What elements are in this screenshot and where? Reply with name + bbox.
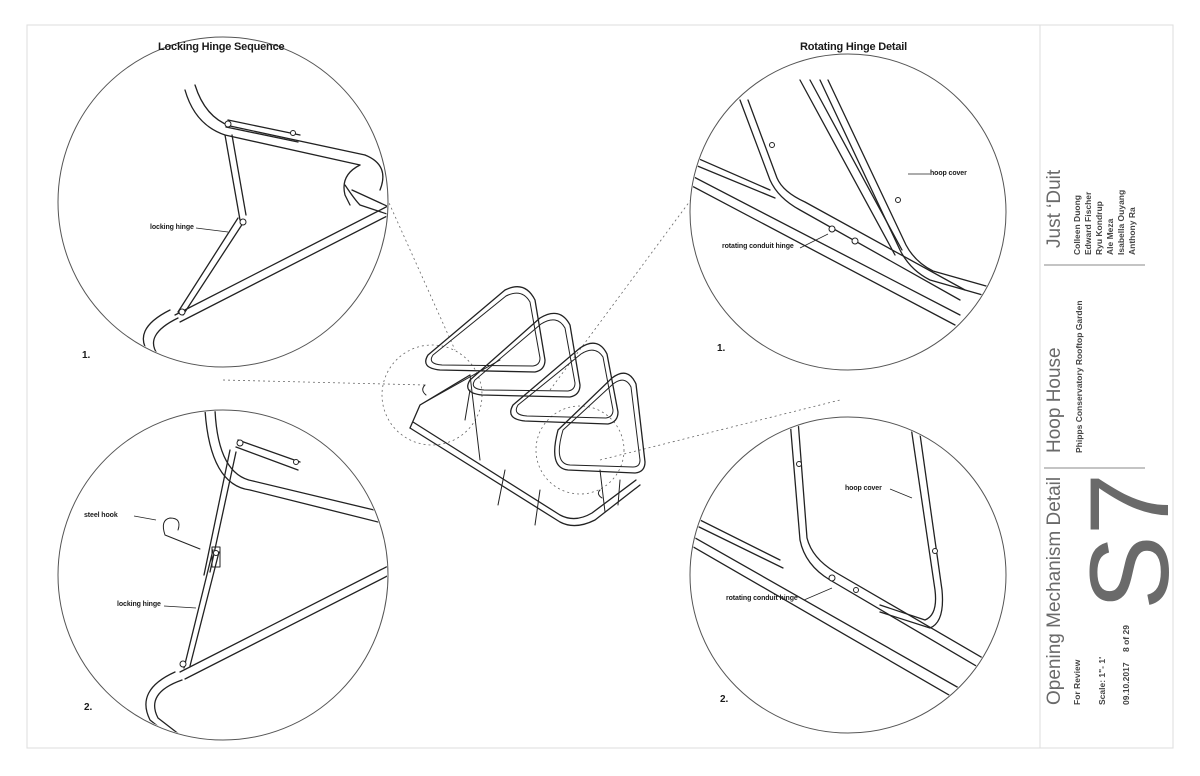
team-member: Colleen Duong bbox=[1072, 195, 1082, 255]
team-member: Anthony Ra bbox=[1127, 207, 1137, 255]
team-member: Ale Meza bbox=[1105, 218, 1115, 255]
detail-locking-hinge-step-2 bbox=[57, 409, 389, 741]
detail-rotating-hinge-view-1 bbox=[689, 53, 1007, 371]
sheet-title: Opening Mechanism Detail bbox=[1044, 476, 1065, 705]
label-hoop-cover: hoop cover bbox=[930, 170, 967, 177]
team-member: Isabella Ouyang bbox=[1116, 189, 1126, 255]
team-member: Edward Fischer bbox=[1083, 191, 1093, 255]
team-name: Just ‘Duit bbox=[1044, 169, 1065, 248]
sheet-number: S7 bbox=[1067, 473, 1192, 610]
section-title-locking-hinge: Locking Hinge Sequence bbox=[158, 41, 285, 53]
client-name: Phipps Conservatory Rooftop Garden bbox=[1074, 300, 1084, 453]
callout-circle-rotating bbox=[535, 405, 625, 495]
team-member: Ryu Kondrup bbox=[1094, 201, 1104, 255]
label-rotating-conduit-hinge: rotating conduit hinge bbox=[722, 243, 794, 250]
step-number: 1. bbox=[717, 343, 726, 354]
drawing-date: 09.10.2017 bbox=[1121, 662, 1131, 705]
review-status: For Review bbox=[1072, 659, 1082, 705]
detail-rotating-hinge-view-2 bbox=[689, 416, 1007, 734]
label-steel-hook: steel hook bbox=[84, 512, 118, 519]
step-number: 2. bbox=[84, 702, 93, 713]
drawing-scale: Scale: 1"- 1' bbox=[1097, 656, 1107, 705]
section-title-rotating-hinge: Rotating Hinge Detail bbox=[800, 41, 908, 53]
hoop-house-isometric-view bbox=[381, 286, 646, 527]
label-locking-hinge: locking hinge bbox=[117, 601, 161, 608]
label-rotating-conduit-hinge: rotating conduit hinge bbox=[726, 595, 798, 602]
callout-circle-locking bbox=[381, 344, 483, 446]
label-hoop-cover: hoop cover bbox=[845, 485, 882, 492]
step-number: 2. bbox=[720, 694, 729, 705]
page-number: 8 of 29 bbox=[1121, 625, 1131, 652]
step-number: 1. bbox=[82, 350, 91, 361]
sheet-frame bbox=[26, 24, 1174, 749]
detail-locking-hinge-step-1 bbox=[57, 36, 389, 368]
label-locking-hinge: locking hinge bbox=[150, 224, 194, 231]
project-name: Hoop House bbox=[1044, 347, 1065, 453]
